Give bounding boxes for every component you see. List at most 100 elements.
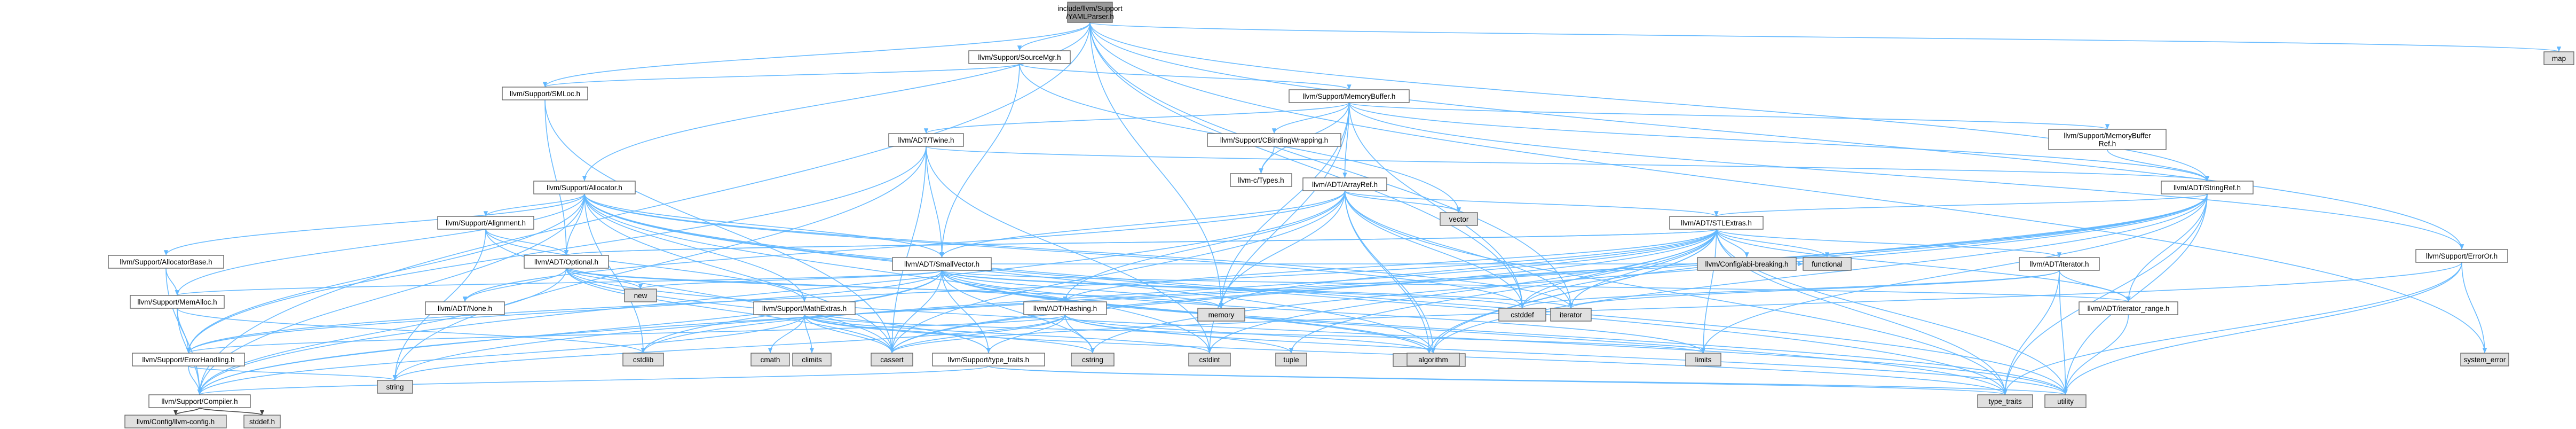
node-optional[interactable]: llvm/ADT/Optional.h <box>524 255 609 269</box>
node-map[interactable]: map <box>2543 51 2574 65</box>
node-typetraitsstd[interactable]: type_traits <box>1977 394 2033 408</box>
node-box-llvmconfig <box>124 415 227 428</box>
node-limits[interactable]: limits <box>1685 353 1721 366</box>
node-iterrange[interactable]: llvm/ADT/iterator_range.h <box>2079 301 2178 315</box>
node-label-memalloc: llvm/Support/MemAlloc.h <box>137 298 217 306</box>
edge-smloc-to-cassert <box>544 99 892 354</box>
node-box-stddef <box>243 415 281 428</box>
node-mathext[interactable]: llvm/Support/MathExtras.h <box>753 301 856 315</box>
node-box-stlextras <box>1669 216 1764 230</box>
node-cmath[interactable]: cmath <box>750 353 790 366</box>
edge-stlextras-to-errhandling <box>188 229 1717 354</box>
edge-stlextras-to-cstdint <box>1209 229 1717 354</box>
edge-membuf-to-membufref <box>1348 102 2108 130</box>
edge-optional-to-memory <box>566 268 1222 309</box>
node-stringref[interactable]: llvm/ADT/StringRef.h <box>2161 181 2254 194</box>
node-vector[interactable]: vector <box>1440 212 1478 226</box>
edge-allocator-to-cstddef <box>584 193 1523 309</box>
node-box-none <box>425 301 505 315</box>
node-iteratorstd[interactable]: iterator <box>1550 308 1592 322</box>
node-allocbase[interactable]: llvm/Support/AllocatorBase.h <box>108 255 224 269</box>
node-smallvec[interactable]: llvm/ADT/SmallVector.h <box>892 257 992 271</box>
node-label-cassert: cassert <box>880 356 904 364</box>
node-yaml[interactable]: include/llvm/Support/YAMLParser.h <box>1057 2 1123 23</box>
edge-stringref-to-algorithm <box>1433 193 2208 354</box>
node-memory[interactable]: memory <box>1197 308 1245 322</box>
node-sysval[interactable]: system_error <box>2460 353 2509 366</box>
edge-allocator-to-cstdint <box>584 193 1210 354</box>
edge-stringref-to-stlextras <box>1716 193 2208 217</box>
edge-twine-to-errhandling <box>188 146 927 354</box>
node-srcmgr[interactable]: llvm/Support/SourceMgr.h <box>968 50 1071 64</box>
node-label-cstdint: cstdint <box>1199 356 1220 364</box>
edge-stlextras-to-cstdlib <box>643 229 1717 354</box>
node-box-typetraitsstd <box>1977 394 2033 408</box>
edge-membuf-to-twine <box>926 102 1350 134</box>
node-string[interactable]: string <box>377 380 413 394</box>
arrowhead-membuf-to-twine <box>923 128 929 134</box>
arrowhead-typetraits-to-compiler <box>197 389 202 395</box>
node-erroror[interactable]: llvm/Support/ErrorOr.h <box>2415 249 2508 263</box>
node-label-allocator: llvm/Support/Allocator.h <box>547 184 622 192</box>
node-arrayref[interactable]: llvm/ADT/ArrayRef.h <box>1302 177 1387 191</box>
node-iterator[interactable]: llvm/ADT/iterator.h <box>2019 257 2100 271</box>
node-cstring[interactable]: cstring <box>1071 353 1115 366</box>
node-stlextras[interactable]: llvm/ADT/STLExtras.h <box>1669 216 1764 230</box>
node-algorithm[interactable]: algorithm <box>1406 353 1460 366</box>
node-new[interactable]: new <box>624 288 657 302</box>
node-errhandling[interactable]: llvm/Support/ErrorHandling.h <box>132 353 245 366</box>
node-abibreak[interactable]: llvm/Config/abi-breaking.h <box>1697 257 1797 271</box>
node-box-utility <box>2044 394 2087 408</box>
node-box-cstring <box>1071 353 1115 366</box>
node-allocator[interactable]: llvm/Support/Allocator.h <box>533 181 636 194</box>
edge-arrayref-to-none <box>464 190 1346 302</box>
node-functional[interactable]: functional <box>1803 257 1852 271</box>
arrowhead-yaml-to-srcmgr <box>1017 45 1022 51</box>
node-label-membuf: llvm/Support/MemoryBuffer.h <box>1303 92 1396 100</box>
node-cstdint[interactable]: cstdint <box>1188 353 1231 366</box>
node-hashing[interactable]: llvm/ADT/Hashing.h <box>1023 301 1107 315</box>
arrowhead-mathext-to-limits <box>1701 348 1706 353</box>
edge-arrayref-to-initlist <box>1344 190 1430 354</box>
edge-hashing-to-errhandling <box>188 314 1066 354</box>
node-box-limits <box>1685 353 1721 366</box>
node-stddef[interactable]: stddef.h <box>243 415 281 428</box>
node-cbind[interactable]: llvm/Support/CBindingWrapping.h <box>1207 133 1341 147</box>
node-box-mathext <box>753 301 856 315</box>
arrowhead-allocator-to-allocbase <box>163 250 169 255</box>
node-compiler[interactable]: llvm/Support/Compiler.h <box>148 394 251 408</box>
edge-arrayref-to-typetraitsstd <box>1344 190 2006 395</box>
node-label-utility: utility <box>2057 397 2074 405</box>
arrowhead-iterator-to-cstddef <box>1520 303 1525 308</box>
node-none[interactable]: llvm/ADT/None.h <box>425 301 505 315</box>
node-cstddef[interactable]: cstddef <box>1498 308 1546 322</box>
edge-mathext-to-compiler <box>199 314 805 395</box>
node-llvmconfig[interactable]: llvm/Config/llvm-config.h <box>124 415 227 428</box>
node-tuple[interactable]: tuple <box>1275 353 1307 366</box>
node-utility[interactable]: utility <box>2044 394 2087 408</box>
node-types[interactable]: llvm-c/Types.h <box>1230 173 1292 187</box>
arrowhead-typetraits-to-utility <box>2063 389 2068 395</box>
edge-yaml-to-srcmgr <box>1019 22 1091 51</box>
edge-allocator-to-typetraitsstd <box>584 193 2006 395</box>
node-label-limits: limits <box>1695 356 1712 364</box>
edge-allocator-to-alignment <box>485 193 585 217</box>
node-cassert[interactable]: cassert <box>871 353 913 366</box>
node-twine[interactable]: llvm/ADT/Twine.h <box>888 133 964 147</box>
node-memalloc[interactable]: llvm/Support/MemAlloc.h <box>130 295 225 309</box>
node-box-smloc <box>502 87 588 100</box>
edge-stringref-to-cstddef <box>1522 193 2208 309</box>
arrowhead-hashing-to-cassert <box>889 348 895 353</box>
node-typetraits[interactable]: llvm/Support/type_traits.h <box>932 353 1045 366</box>
node-smloc[interactable]: llvm/Support/SMLoc.h <box>502 87 588 100</box>
node-label-functional: functional <box>1812 260 1843 268</box>
edge-smloc-to-optional <box>544 99 567 256</box>
node-label-cstdlib: cstdlib <box>633 356 653 364</box>
node-alignment[interactable]: llvm/Support/Alignment.h <box>437 216 534 230</box>
node-cstdlib[interactable]: cstdlib <box>622 353 664 366</box>
edge-allocator-to-algorithm <box>584 193 1434 354</box>
arrowhead-allocator-to-smallvec <box>939 252 944 258</box>
node-climits[interactable]: climits <box>792 353 832 366</box>
node-membuf[interactable]: llvm/Support/MemoryBuffer.h <box>1289 89 1410 103</box>
